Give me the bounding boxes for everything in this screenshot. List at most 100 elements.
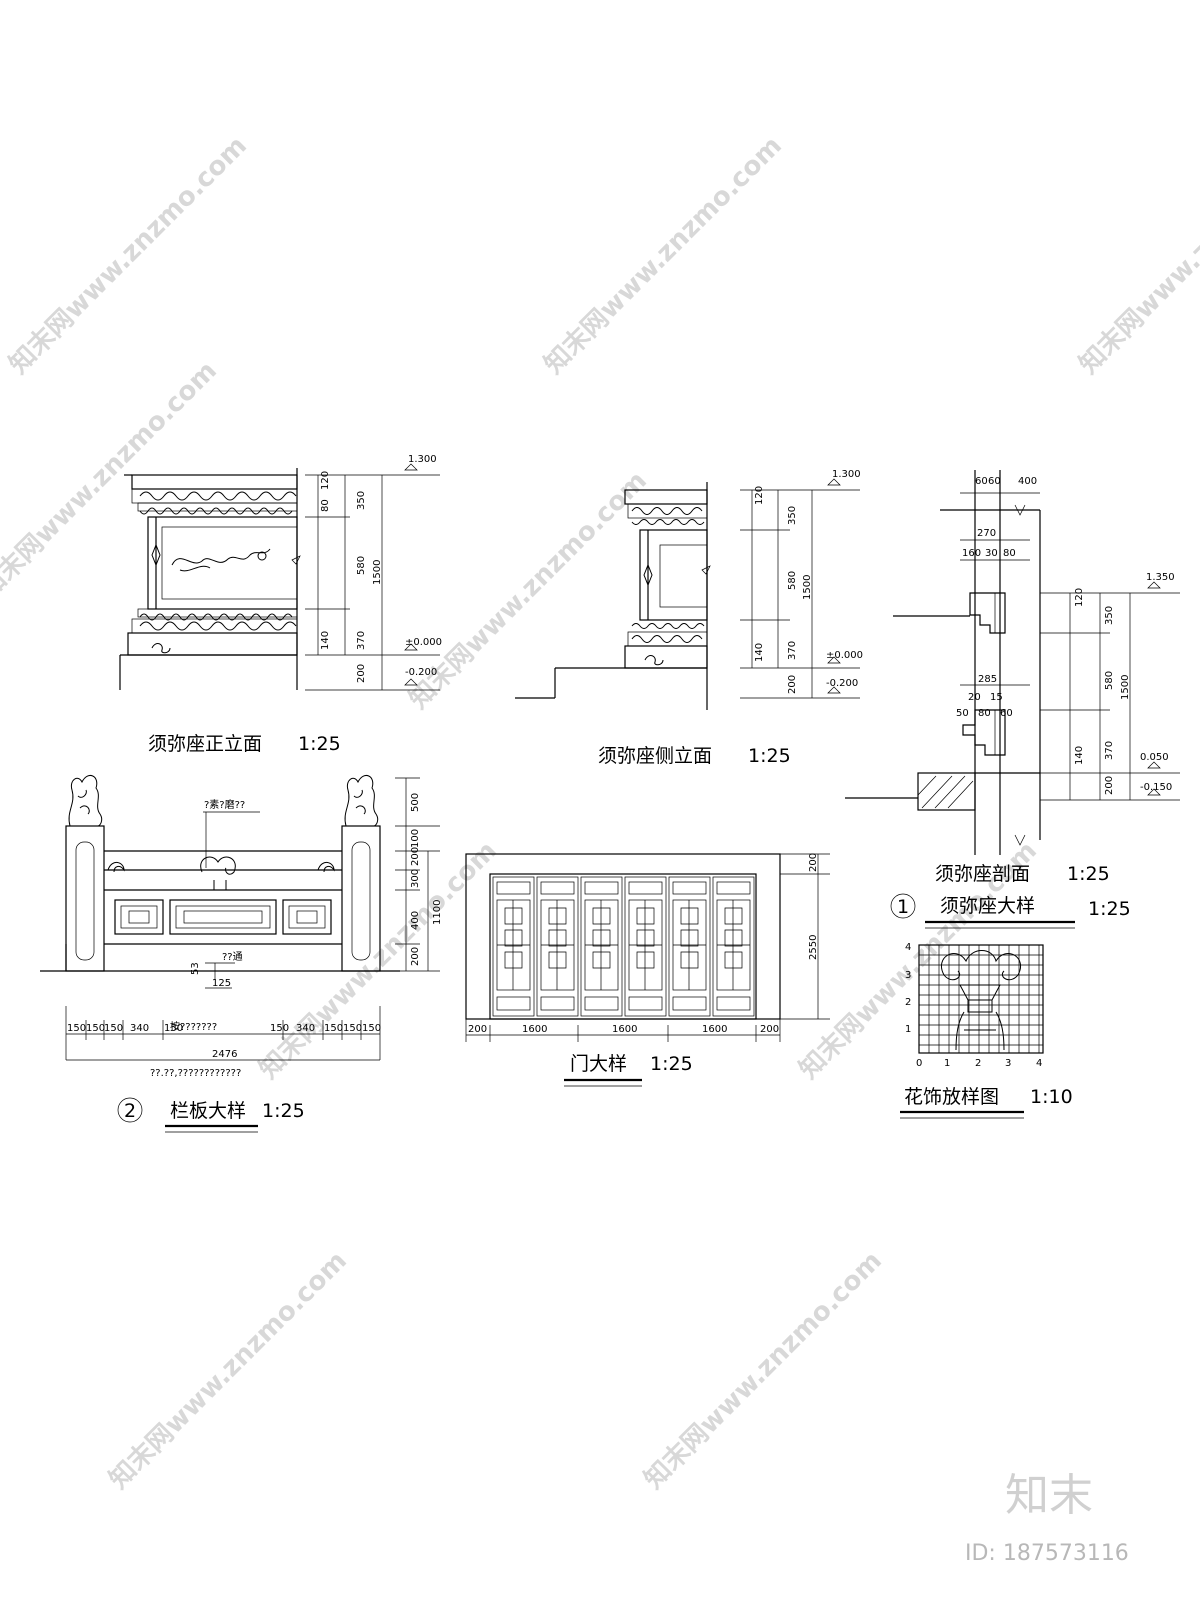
railing-right-dim: 200 [410, 847, 421, 866]
door-panel [580, 876, 623, 1017]
door-panel [536, 876, 579, 1017]
section-right-dim: 200 [1104, 776, 1115, 795]
railing-number: 2 [124, 1100, 136, 1122]
ornament-x-tick: 0 [916, 1058, 922, 1069]
door-right-dim: 2550 [808, 935, 819, 960]
section-level-mid: 0.050 [1140, 752, 1169, 763]
watermark-text: 知末网www.znzmo.com [639, 1246, 888, 1495]
brand-watermark: 知末 [1005, 1470, 1093, 1521]
door-caption: 门大样 [570, 1053, 627, 1075]
side-dim: 1500 [802, 575, 813, 600]
section-mid-dim: 60 [1000, 708, 1013, 719]
door-panel [712, 876, 755, 1017]
section-top-dim: 400 [1018, 476, 1037, 487]
railing-bottom-dim: 150 [343, 1023, 362, 1034]
railing-right-dim: 200 [410, 947, 421, 966]
railing-bottom-dim: 150 [104, 1023, 123, 1034]
detail-title-scale: 1:25 [1088, 898, 1131, 920]
detail-title: 1 须弥座大样 1:25 [890, 893, 1131, 929]
front-dim: 200 [356, 664, 367, 683]
section-right-dim: 140 [1074, 746, 1085, 765]
door-right-dim: 200 [808, 853, 819, 872]
railing-bottom-dim: 150 [324, 1023, 343, 1034]
watermark-layer: 知末网www.znzmo.com 知末网www.znzmo.com 知末网www… [0, 131, 1200, 1566]
section-right-dim: 1500 [1120, 675, 1131, 700]
door-bottom-dim: 1600 [702, 1024, 727, 1035]
railing-total: 2476 [212, 1049, 237, 1060]
side-dim: 370 [787, 641, 798, 660]
railing-note-top: ?素?磨?? [204, 798, 245, 811]
railing-bottom-dim: 150 [67, 1023, 86, 1034]
front-elevation-scale: 1:25 [298, 733, 341, 755]
door-scale: 1:25 [650, 1053, 693, 1075]
detail-title-text: 须弥座大样 [940, 895, 1035, 917]
side-level-bottom: -0.200 [826, 678, 858, 689]
ornament-caption: 花饰放样图 [904, 1086, 999, 1108]
watermark-text: 知末网www.znzmo.com [104, 1246, 353, 1495]
door-panel [668, 876, 711, 1017]
section-mid-dim: 20 [968, 692, 981, 703]
front-level-zero: ±0.000 [405, 637, 442, 648]
detail-number: 1 [897, 896, 909, 918]
side-level-zero: ±0.000 [826, 650, 863, 661]
door-bottom-dim: 200 [468, 1024, 487, 1035]
door-bottom-dim: 200 [760, 1024, 779, 1035]
front-dim: 370 [356, 631, 367, 650]
watermark-text: 知末网www.znzmo.com [404, 466, 653, 715]
section-top-dim: 270 [977, 528, 996, 539]
section-top-dim: 60 [988, 476, 1001, 487]
section-mid-dim: 15 [990, 692, 1003, 703]
section-right-dim: 350 [1104, 606, 1115, 625]
section-top-dim: 30 [985, 548, 998, 559]
ornament-y-tick: 4 [905, 942, 911, 953]
front-level-top: 1.300 [408, 454, 437, 465]
side-dim: 140 [754, 643, 765, 662]
side-elevation: 120 350 580 1500 140 370 200 1.300 ±0.00… [515, 469, 863, 767]
front-dim: 350 [356, 491, 367, 510]
front-dim: 80 [320, 499, 331, 512]
section-right-dim: 370 [1104, 741, 1115, 760]
ornament-x-tick: 3 [1005, 1058, 1011, 1069]
brand-id: ID: 187573116 [965, 1541, 1129, 1566]
railing-bottom-dim: 340 [130, 1023, 149, 1034]
ornament-layout: 4 3 2 1 0 1 2 3 4 花饰放样图 1:10 [900, 942, 1073, 1119]
railing-right-dim: 100 [410, 829, 421, 848]
section-top-dim: 80 [1003, 548, 1016, 559]
side-dim: 580 [787, 571, 798, 590]
ornament-x-tick: 2 [975, 1058, 981, 1069]
railing-bottom-dim: 150 [270, 1023, 289, 1034]
side-elevation-scale: 1:25 [748, 745, 791, 767]
side-elevation-caption: 须弥座侧立面 [598, 745, 712, 767]
section-top-dim: 160 [962, 548, 981, 559]
ornament-x-tick: 4 [1036, 1058, 1042, 1069]
section-right-dim: 580 [1104, 671, 1115, 690]
front-dim: 1500 [372, 560, 383, 585]
section-caption: 须弥座剖面 [935, 863, 1030, 885]
railing-right-dim: 400 [410, 911, 421, 930]
door-bottom-dim: 1600 [612, 1024, 637, 1035]
railing-right-dim: 300 [410, 869, 421, 888]
watermark-text: 知末网www.znzmo.com [1074, 131, 1200, 380]
front-level-bottom: -0.200 [405, 667, 437, 678]
railing-scale: 1:25 [262, 1100, 305, 1122]
front-elevation: 120 80 350 580 1500 140 370 200 1.300 ±0… [119, 454, 442, 755]
section-right-dim: 120 [1074, 588, 1085, 607]
ornament-y-tick: 3 [905, 970, 911, 981]
section-mid-dim: 50 [956, 708, 969, 719]
section-level-top: 1.350 [1146, 572, 1175, 583]
door-panel [624, 876, 667, 1017]
ornament-x-tick: 1 [944, 1058, 950, 1069]
watermark-text: 知末网www.znzmo.com [539, 131, 788, 380]
section-level-bottom: -0.150 [1140, 782, 1172, 793]
railing-detail: ?素?磨?? ??通 53 125 按??????? 500 100 200 3… [40, 774, 443, 1133]
railing-center-note: 按??????? [170, 1020, 217, 1033]
railing-caption: 栏板大样 [170, 1100, 246, 1122]
front-dim: 120 [320, 471, 331, 490]
door-panel [492, 876, 535, 1017]
side-dim: 120 [754, 486, 765, 505]
section-top-dim: 60 [975, 476, 988, 487]
watermark-text: 知末网www.znzmo.com [0, 356, 223, 605]
side-level-top: 1.300 [832, 469, 861, 480]
section-scale: 1:25 [1067, 863, 1110, 885]
